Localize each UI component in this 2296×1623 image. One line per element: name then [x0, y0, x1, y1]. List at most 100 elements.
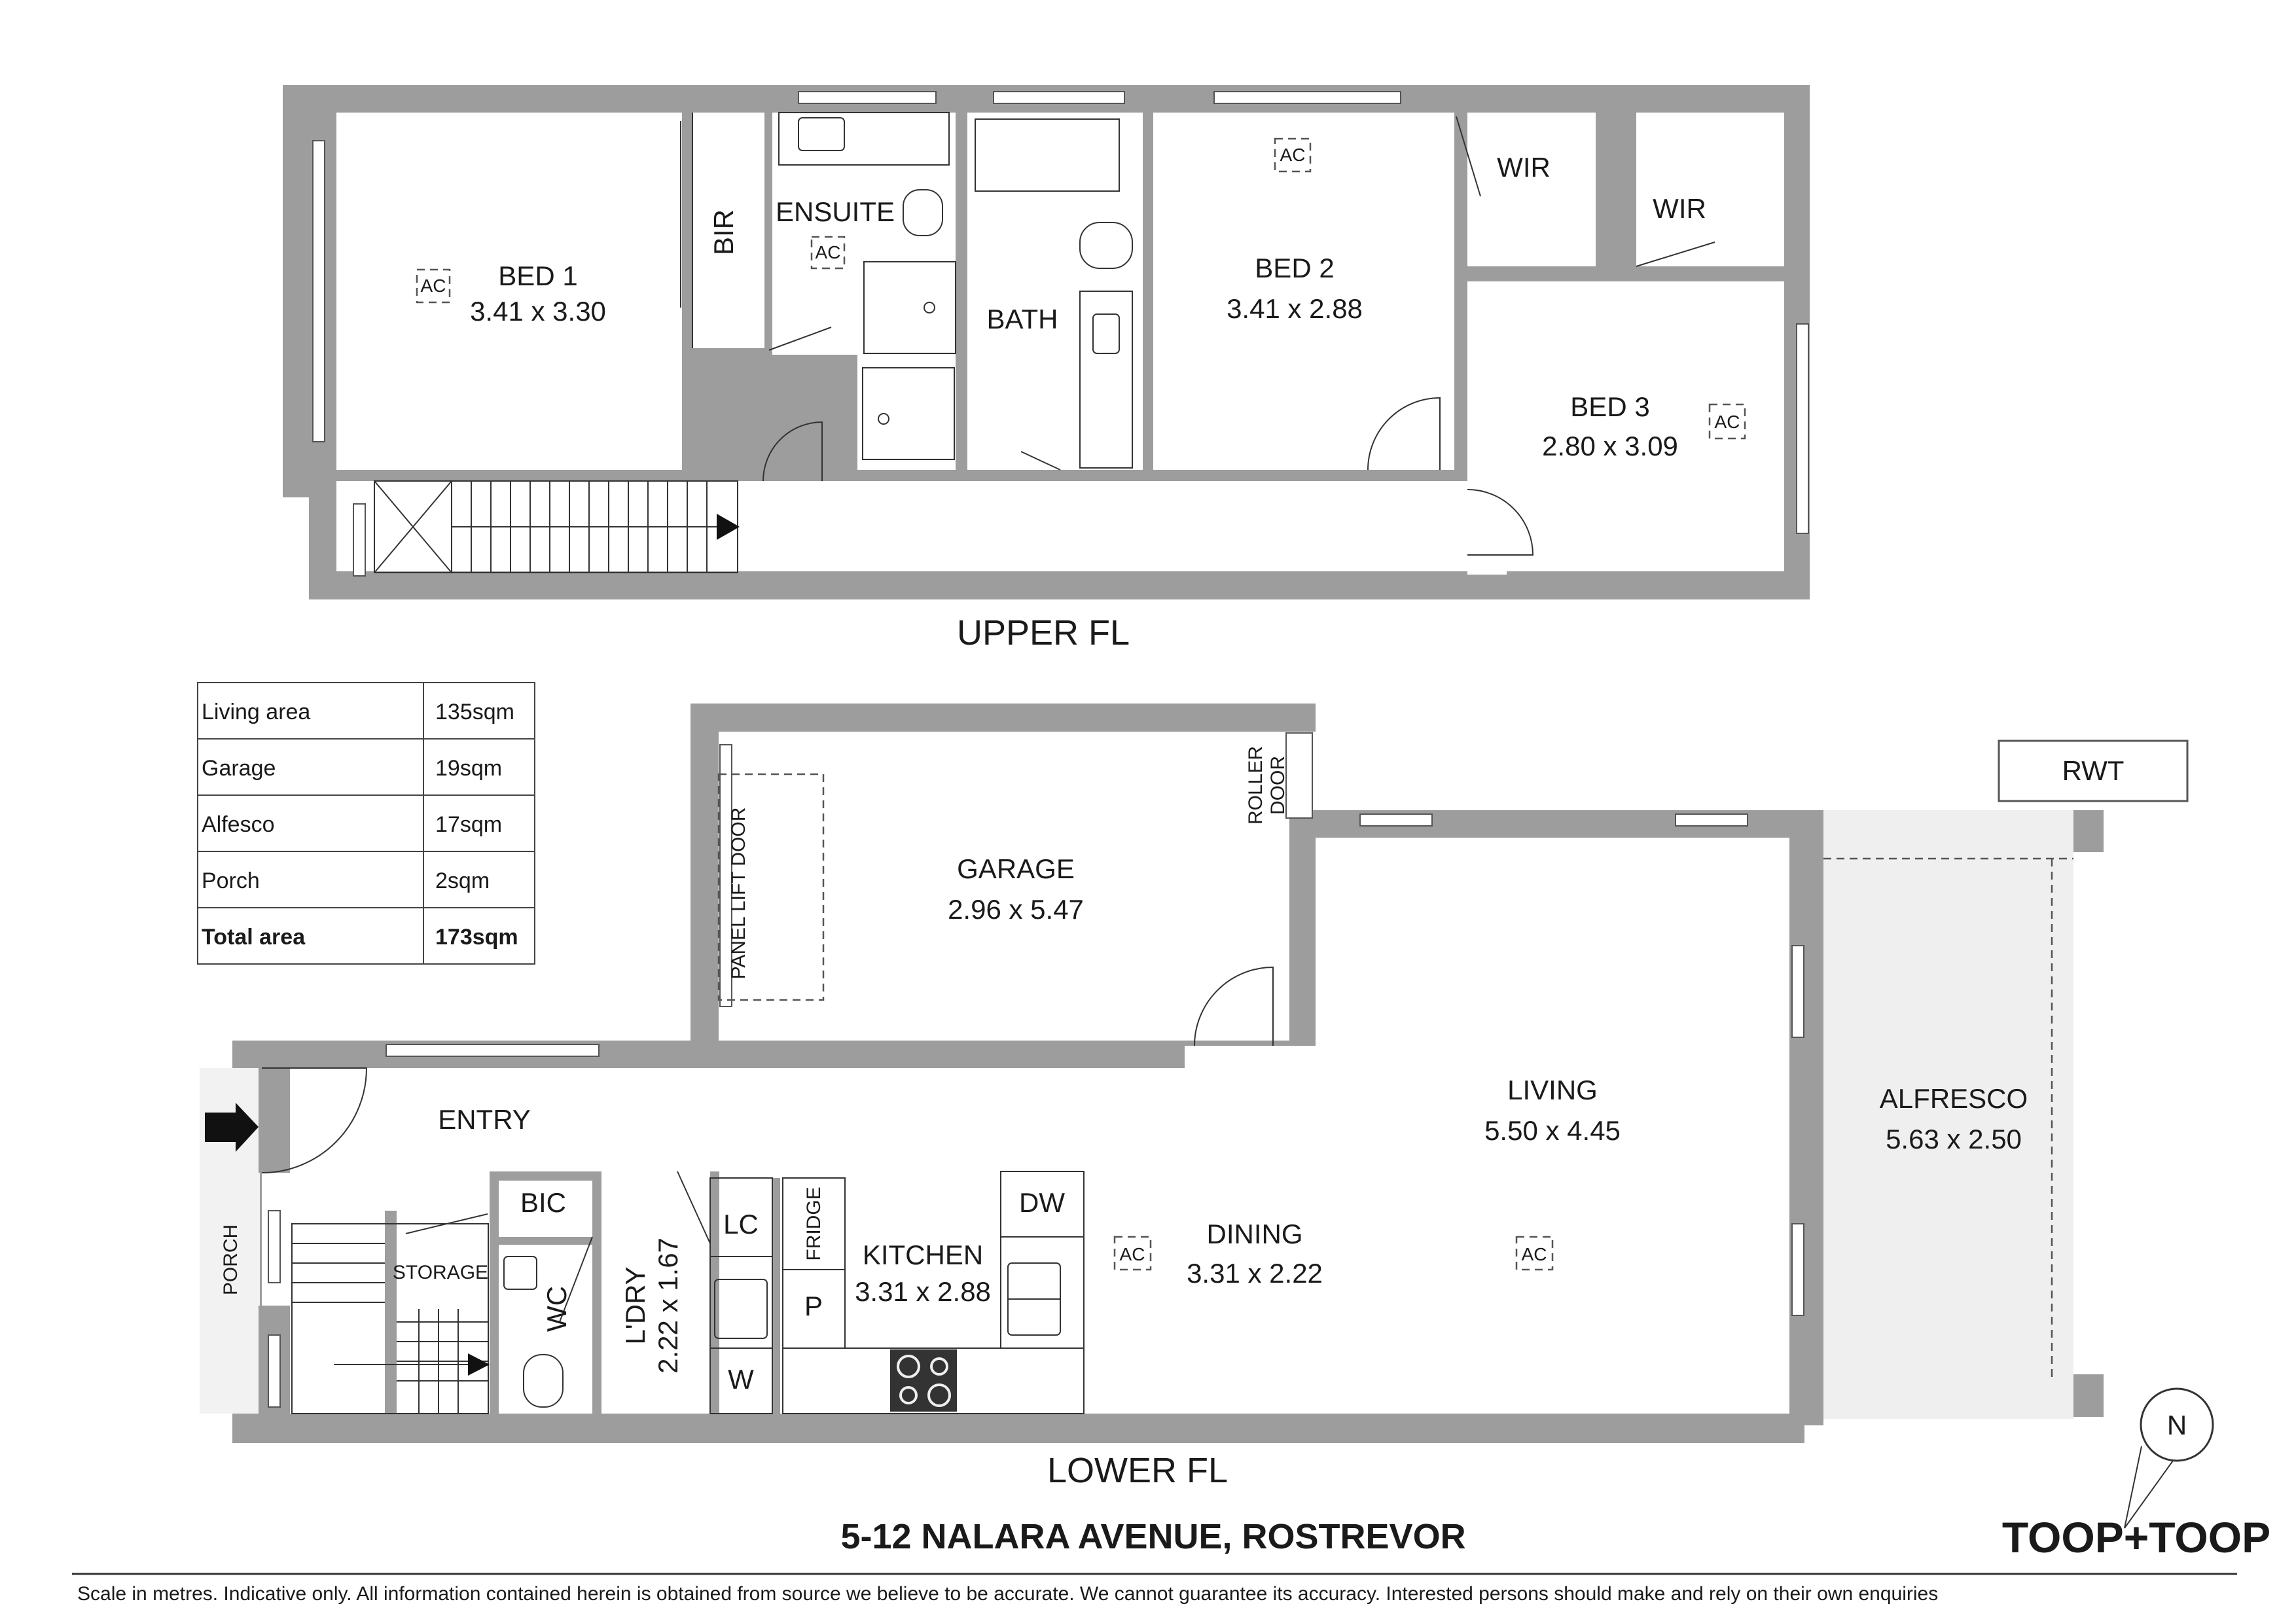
living-window — [1359, 813, 1433, 827]
panel-lift-door — [719, 744, 732, 1007]
brand-logo: TOOP+TOOP — [2002, 1513, 2270, 1561]
bed3-window — [1796, 323, 1809, 534]
area-table-value: 19sqm — [435, 756, 502, 781]
bed3-size: 2.80 x 3.09 — [1542, 431, 1678, 461]
ac-marker: AC — [1715, 412, 1740, 432]
wir-label-2: WIR — [1653, 193, 1706, 224]
front-door — [261, 1067, 368, 1173]
porch-label: PORCH — [220, 1224, 242, 1295]
living-window-2 — [1675, 813, 1748, 827]
alfresco-floor — [1823, 810, 2073, 1419]
ac-marker: AC — [1120, 1244, 1145, 1264]
panel-lift-door-label: PANEL LIFT DOOR — [728, 808, 749, 980]
upper-floor-title: UPPER FL — [957, 613, 1130, 652]
ensuite-label: ENSUITE — [776, 196, 895, 227]
bed3-floor — [1467, 281, 1784, 571]
pantry-label: P — [804, 1291, 823, 1321]
area-table-cell — [423, 907, 535, 965]
stair-window — [353, 503, 366, 577]
upper-floor: AC AC AC AC BED 1 3.41 x 3.30 BIR ENSUIT… — [283, 85, 1810, 602]
bed1-window — [312, 140, 325, 442]
bed1-floor — [336, 113, 682, 470]
bath-window — [993, 91, 1125, 104]
bir-floor — [692, 113, 764, 348]
living-slider — [1791, 945, 1804, 1038]
ac-marker: AC — [1522, 1244, 1547, 1264]
living-floor — [1316, 838, 1789, 1414]
disclaimer: Scale in metres. Indicative only. All in… — [77, 1583, 1938, 1605]
wir-door — [1456, 116, 1481, 197]
ensuite-fixtures — [778, 112, 956, 460]
garage-floor — [719, 732, 1289, 1046]
area-table-label: Porch — [202, 868, 260, 893]
wir1-floor — [1467, 113, 1596, 266]
living-label: LIVING — [1507, 1075, 1598, 1105]
property-address: 5-12 NALARA AVENUE, ROSTREVOR — [840, 1517, 1465, 1556]
area-table-label: Living area — [202, 700, 310, 724]
bed2-label: BED 2 — [1255, 253, 1334, 283]
bed2-size: 3.41 x 2.88 — [1227, 293, 1363, 324]
laundry-door — [677, 1171, 711, 1244]
rwt-label: RWT — [2062, 755, 2125, 786]
area-table-value: 17sqm — [435, 812, 502, 837]
entry-floor — [262, 1068, 1348, 1414]
wir-label: WIR — [1497, 152, 1551, 183]
bir-label: BIR — [708, 209, 739, 255]
entry-window — [386, 1044, 600, 1057]
laundry-size: 2.22 x 1.67 — [653, 1238, 683, 1374]
upper-stairs — [374, 480, 740, 573]
kitchen-label: KITCHEN — [863, 1240, 983, 1270]
area-table-label: Alfesco — [202, 812, 275, 837]
alfresco-label: ALFRESCO — [1880, 1083, 2028, 1114]
area-table-cell — [197, 794, 424, 852]
ac-marker: AC — [1280, 145, 1306, 165]
area-table-cell — [423, 682, 535, 740]
lower-stairs — [291, 1223, 490, 1414]
wir2-floor — [1636, 113, 1784, 266]
ac-marker: AC — [816, 242, 841, 262]
area-table-cell — [197, 851, 424, 908]
lower-floor-title: LOWER FL — [1047, 1451, 1228, 1490]
area-table-cell — [423, 738, 535, 796]
bed3-label: BED 3 — [1570, 391, 1649, 422]
wc-label: WC — [541, 1286, 572, 1332]
lc-label: LC — [723, 1209, 759, 1240]
roller-door-label-2: DOOR — [1267, 756, 1289, 815]
roller-door-label: ROLLER — [1245, 746, 1266, 825]
bed1-door — [762, 421, 823, 482]
living-slider-2 — [1791, 1223, 1804, 1316]
compass: N — [2124, 1387, 2214, 1529]
w-label: W — [728, 1364, 754, 1395]
area-table-value: 135sqm — [435, 700, 514, 724]
laundry-label: L'DRY — [620, 1266, 651, 1344]
bath-fixtures — [975, 118, 1133, 469]
bed2-floor — [1153, 113, 1454, 470]
entry-arrow-icon — [205, 1103, 259, 1152]
bed1-size: 3.41 x 3.30 — [470, 296, 606, 327]
bed2-door — [1367, 397, 1441, 471]
garage-door — [1194, 966, 1274, 1046]
compass-north-label: N — [2167, 1410, 2187, 1440]
storage-label: STORAGE — [393, 1262, 488, 1283]
area-table-cell — [197, 738, 424, 796]
bic-label: BIC — [520, 1187, 566, 1218]
area-table-cell — [197, 682, 424, 740]
rwt-box — [1998, 740, 2189, 802]
fridge-label: FRIDGE — [803, 1186, 825, 1260]
alfresco-size: 5.63 x 2.50 — [1886, 1124, 2022, 1154]
dining-size: 3.31 x 2.22 — [1187, 1258, 1323, 1289]
ac-marker: AC — [421, 276, 446, 296]
bed2-window — [1213, 91, 1401, 104]
bath-door — [1020, 451, 1061, 471]
kitchen-size: 3.31 x 2.88 — [855, 1276, 991, 1307]
living-size: 5.50 x 4.45 — [1484, 1115, 1621, 1146]
porch-window-2 — [268, 1334, 281, 1408]
ensuite-window — [798, 91, 937, 104]
garage-label: GARAGE — [957, 853, 1075, 884]
entry-label: ENTRY — [438, 1104, 531, 1135]
area-table-label: Garage — [202, 756, 276, 781]
wc-door — [559, 1236, 593, 1323]
kitchen-joinery — [503, 1171, 1085, 1414]
